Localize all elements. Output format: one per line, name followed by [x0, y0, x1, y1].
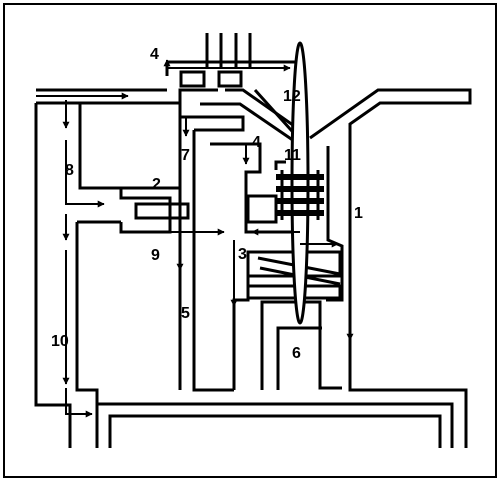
column7-right [192, 130, 234, 392]
column5-right [232, 272, 250, 390]
chamber-6 [260, 300, 342, 390]
block-3-upper [246, 194, 278, 224]
label-3: 3 [238, 246, 247, 263]
chamber-6-inner [276, 326, 322, 390]
left-outer-wall [34, 103, 72, 448]
top-block-right [217, 70, 243, 88]
coil [276, 174, 324, 216]
label-1: 1 [354, 205, 363, 222]
label-4-mid: 4 [252, 134, 261, 151]
arrow-7 [182, 116, 236, 137]
label-12: 12 [283, 88, 301, 105]
arrow-10-right [65, 388, 93, 418]
label-5: 5 [181, 305, 190, 322]
label-6: 6 [292, 345, 301, 362]
block2-bar [134, 202, 190, 220]
label-10: 10 [51, 333, 69, 350]
outer-border [3, 3, 497, 478]
block2-outline [119, 104, 182, 234]
right-channel-outer [309, 88, 472, 448]
bottom-base [95, 402, 454, 448]
label-11: 11 [284, 147, 301, 164]
label-4-top: 4 [150, 46, 159, 63]
right-channel-inner [326, 146, 344, 302]
label-7: 7 [181, 147, 190, 164]
label-2: 2 [152, 176, 161, 193]
inlet-lower-wall [36, 88, 218, 105]
arrow-8-right [65, 140, 105, 208]
central-ellipse [290, 41, 310, 325]
label-9: 9 [151, 247, 160, 264]
column7-inner [180, 115, 245, 132]
coil-cap [274, 160, 286, 170]
top-block-left [179, 70, 206, 88]
label-8: 8 [65, 162, 74, 179]
left-inner-wall [78, 103, 123, 198]
center-slope-lower [200, 102, 301, 147]
block-3-mid [246, 250, 342, 278]
